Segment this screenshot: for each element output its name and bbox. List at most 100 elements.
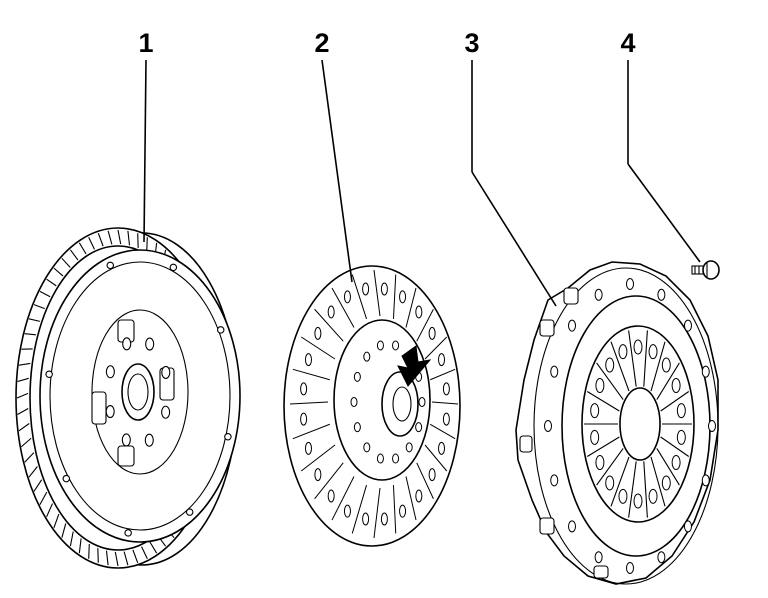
lining-groove xyxy=(416,462,434,499)
lining-groove xyxy=(314,462,344,500)
spring-finger xyxy=(660,436,690,457)
bolt-head xyxy=(702,260,720,280)
rivet xyxy=(304,353,312,367)
lining-groove xyxy=(289,401,329,405)
gear-tooth xyxy=(78,538,82,554)
gear-tooth xyxy=(97,233,104,247)
pressure-plate-cover xyxy=(515,261,719,585)
clutch-disc-splined-hub xyxy=(381,371,419,437)
gear-tooth xyxy=(24,333,36,336)
gear-tooth xyxy=(117,229,122,245)
rivet xyxy=(442,382,450,396)
cover-hole xyxy=(683,319,692,332)
cover-hole xyxy=(657,551,666,564)
mounting-pin xyxy=(45,370,53,378)
gear-tooth xyxy=(88,543,90,559)
gear-tooth xyxy=(69,249,79,261)
spring-slot xyxy=(605,357,615,373)
spring-slot xyxy=(605,475,615,491)
hub-hole xyxy=(376,340,384,351)
lining-groove xyxy=(405,287,417,328)
gear-tooth xyxy=(46,503,53,518)
cover-hole xyxy=(568,520,577,533)
clutch-disc-lining-grooves xyxy=(289,269,459,539)
pressure-plate-lug xyxy=(539,517,555,535)
cover-hole xyxy=(550,474,559,487)
rivet xyxy=(399,290,407,304)
lining-groove xyxy=(431,401,459,405)
hub-hole xyxy=(392,453,400,464)
rivet xyxy=(415,489,423,503)
rivet xyxy=(300,412,308,426)
gear-tooth xyxy=(39,290,51,298)
cover-hole xyxy=(657,288,666,301)
bolt-hole xyxy=(145,337,155,351)
lining-groove xyxy=(416,309,434,342)
mounting-pin xyxy=(62,474,71,483)
spring-finger xyxy=(610,341,630,392)
rivet xyxy=(362,512,370,526)
gear-tooth xyxy=(107,230,113,245)
mounting-pin xyxy=(224,433,232,441)
mounting-pin xyxy=(216,326,225,334)
gear-tooth xyxy=(78,242,87,255)
cover-hole xyxy=(708,420,716,432)
flywheel-face-inner xyxy=(49,261,231,531)
cover-hole xyxy=(626,278,634,290)
spring-finger xyxy=(660,391,690,412)
hub-hole xyxy=(353,371,361,382)
cover-hole xyxy=(594,288,603,301)
leader-line-1 xyxy=(143,59,147,243)
lining-groove xyxy=(292,423,330,440)
lining-groove xyxy=(351,274,368,320)
hub-hole xyxy=(353,422,361,433)
spring-finger xyxy=(650,341,666,392)
callout-3: 3 xyxy=(464,28,479,58)
spring-finger xyxy=(643,461,648,518)
cover-hole xyxy=(683,520,692,533)
gear-tooth xyxy=(123,551,129,566)
lining-groove xyxy=(292,368,330,381)
lining-groove xyxy=(424,444,448,472)
gear-tooth xyxy=(114,551,119,567)
mounting-pin xyxy=(185,508,194,516)
rivet xyxy=(438,353,446,367)
spring-slot xyxy=(618,488,628,504)
hub-hole xyxy=(376,453,384,464)
rivet xyxy=(399,504,407,518)
hub-hole xyxy=(392,340,400,351)
rivet xyxy=(327,305,335,319)
cover-hole xyxy=(701,474,710,487)
rivet xyxy=(327,489,335,503)
gear-tooth xyxy=(33,304,45,310)
spring-slot xyxy=(590,403,600,419)
bolt-hole xyxy=(161,365,171,380)
hub-hole xyxy=(415,422,423,433)
rivet xyxy=(314,468,322,482)
pressure-plate-lug xyxy=(539,319,555,337)
spring-slot xyxy=(661,475,671,491)
gear-tooth xyxy=(61,257,71,268)
flywheel-slot xyxy=(91,391,107,425)
mounting-pin xyxy=(106,261,115,270)
gear-tooth xyxy=(17,377,29,383)
rivet xyxy=(343,504,351,518)
spring-slot xyxy=(648,488,658,504)
gear-tooth xyxy=(53,513,60,529)
lining-groove xyxy=(373,487,381,539)
spring-finger xyxy=(596,362,624,400)
pressure-plate-cover-holes xyxy=(544,278,716,574)
mounting-pin xyxy=(124,529,132,537)
cover-hole xyxy=(550,365,559,378)
spring-slot xyxy=(676,403,686,419)
flywheel-center-bore-inner xyxy=(127,373,149,411)
gear-tooth xyxy=(17,408,29,415)
bolt-hole xyxy=(121,433,131,447)
spring-finger xyxy=(610,456,630,507)
gear-tooth xyxy=(149,541,158,554)
spring-slot xyxy=(590,429,600,445)
diaphragm-spring xyxy=(581,325,695,523)
gear-tooth xyxy=(33,479,43,492)
bolt xyxy=(691,260,720,280)
lining-groove xyxy=(300,444,336,472)
